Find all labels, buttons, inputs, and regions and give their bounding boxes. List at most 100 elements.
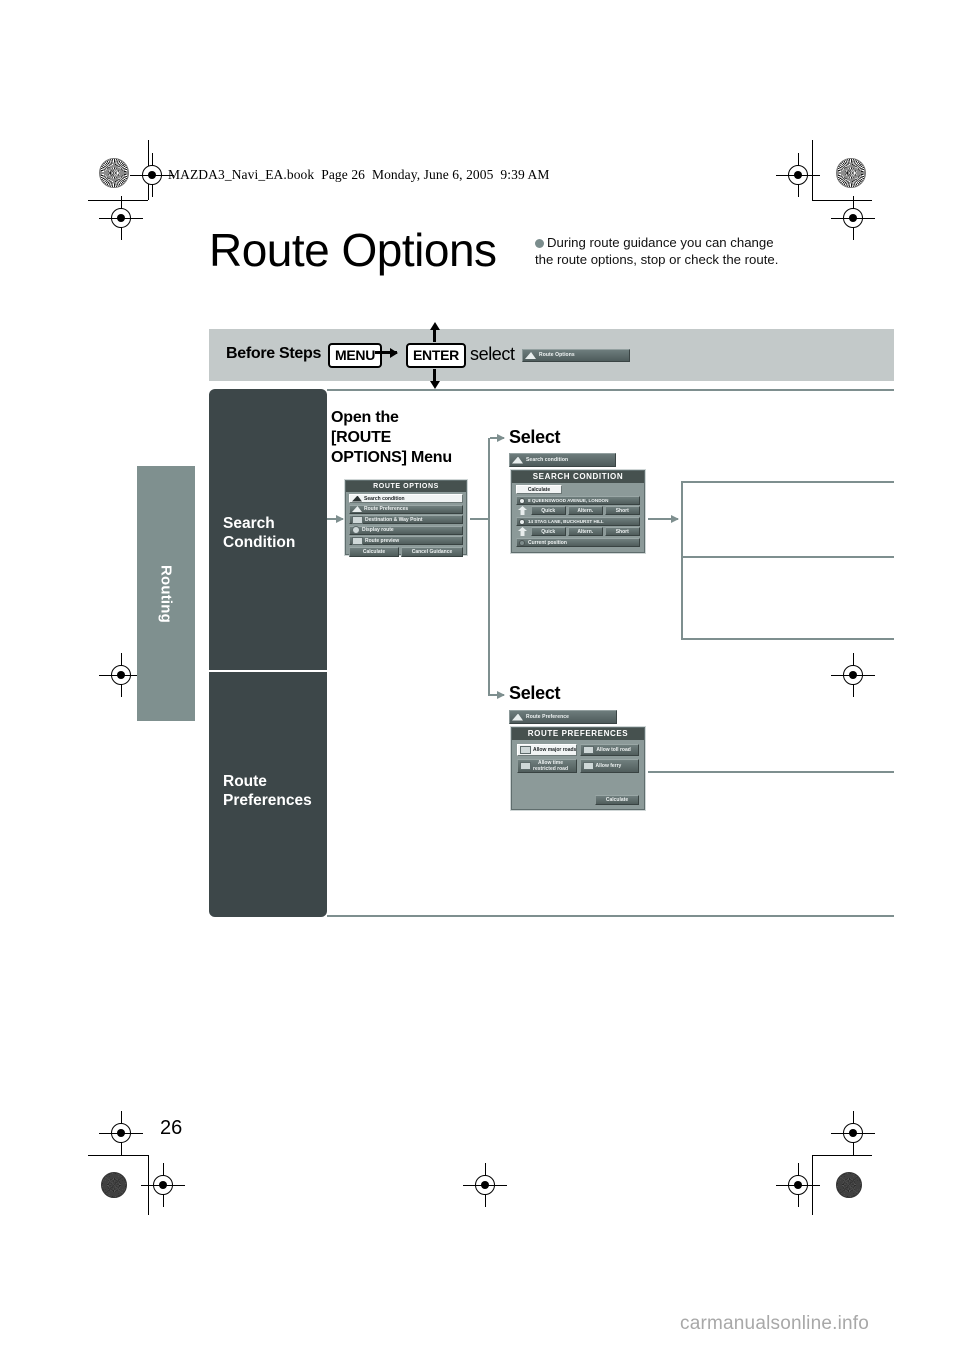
calculate-label: Calculate	[362, 549, 386, 555]
side-tab-routing[interactable]: Routing	[137, 466, 195, 721]
print-density-star	[101, 1172, 127, 1198]
toll-road-icon	[583, 746, 595, 754]
radio-selected-icon	[519, 497, 525, 504]
registration-mark	[99, 1111, 143, 1155]
calculate-button[interactable]: Calculate	[516, 485, 562, 494]
allow-toll-road-button[interactable]: Allow toll road	[580, 744, 639, 756]
crop-line	[812, 1155, 872, 1156]
allow-time-restricted-road-label: Allow time restricted road	[533, 760, 568, 772]
registration-mark	[831, 1111, 875, 1155]
cancel-guidance-button[interactable]: Cancel Guidance	[401, 547, 463, 557]
registration-mark	[130, 153, 174, 197]
section-route-preferences: Route Preferences	[209, 672, 327, 917]
calculate-button[interactable]: Calculate	[595, 795, 639, 805]
search-condition-nav-button[interactable]: Search condition	[509, 453, 616, 467]
connector-arrow	[327, 515, 344, 523]
route-type-quick-button[interactable]: Quick	[530, 527, 566, 536]
registration-mark	[831, 196, 875, 240]
route-icon	[352, 495, 362, 502]
diagram-top-rule	[327, 389, 894, 391]
route-preview-icon	[352, 536, 363, 545]
route-options-item[interactable]: Route Preferences	[349, 504, 463, 514]
route-type-short-button[interactable]: Short	[604, 527, 640, 536]
allow-toll-road-label: Allow toll road	[596, 747, 631, 753]
registration-mark	[776, 153, 820, 197]
radio-selected-icon	[519, 518, 525, 525]
connector-line	[470, 518, 490, 520]
page-number: 26	[160, 1117, 183, 1139]
search-condition-screen: SEARCH CONDITION Calculate 8 QUEENSWOOD …	[511, 470, 645, 553]
bullet-icon	[535, 239, 544, 248]
route-options-item[interactable]: Destination & Way Point	[349, 515, 463, 524]
search-condition-screen-title: SEARCH CONDITION	[512, 471, 644, 483]
radio-unselected-icon	[519, 539, 525, 546]
registration-mark	[99, 196, 143, 240]
label-line-2: restricted road	[533, 766, 569, 772]
route-options-screen-title: ROUTE OPTIONS	[346, 481, 466, 492]
allow-ferry-button[interactable]: Allow ferry	[579, 759, 639, 773]
major-roads-icon	[520, 746, 531, 754]
magnifier-icon	[352, 526, 360, 534]
time-restricted-road-icon	[520, 762, 531, 770]
route-options-item-label: Display route	[362, 527, 394, 533]
route-options-item-label: Search condition	[364, 495, 405, 502]
waypoint-row[interactable]: 14 STAG LANE, BUCKHURST HILL	[516, 517, 640, 526]
print-density-star	[99, 158, 129, 188]
route-icon	[525, 352, 536, 359]
allow-ferry-label: Allow ferry	[595, 763, 622, 769]
right-box-outline	[681, 556, 894, 558]
cancel-guidance-label: Cancel Guidance	[411, 549, 453, 555]
enter-key-button[interactable]: ENTER	[406, 343, 466, 368]
registration-mark	[776, 1163, 820, 1207]
route-icon	[512, 456, 523, 464]
allow-major-roads-button[interactable]: Allow major roads	[517, 744, 578, 756]
route-preferences-screen: ROUTE PREFERENCES Allow major roads Allo…	[511, 727, 645, 810]
route-type-altern-button[interactable]: Altern.	[567, 527, 603, 536]
current-position-label: Current position	[528, 539, 567, 546]
section-label-line2: Condition	[223, 534, 296, 551]
route-options-nav-button[interactable]: Route Options	[522, 349, 630, 362]
right-box-outline	[681, 481, 683, 640]
route-type-label: Altern.	[577, 507, 594, 514]
route-preferences-screen-title: ROUTE PREFERENCES	[512, 728, 644, 740]
route-type-quick-button[interactable]: Quick	[530, 506, 566, 515]
destination-row[interactable]: 8 QUEENSWOOD AVENUE, LONDON	[516, 496, 640, 505]
current-position-row[interactable]: Current position	[516, 538, 640, 547]
route-preference-nav-button[interactable]: Route Preference	[509, 710, 617, 724]
route-type-short-button[interactable]: Short	[604, 506, 640, 515]
right-box-outline	[681, 481, 894, 483]
crop-line	[88, 200, 148, 201]
route-options-item-label: Destination & Way Point	[365, 516, 423, 523]
crop-line	[812, 200, 872, 201]
section-search-condition: Search Condition	[209, 389, 327, 670]
ferry-icon	[582, 762, 594, 770]
connector-arrow	[490, 691, 505, 699]
destination-address: 8 QUEENSWOOD AVENUE, LONDON	[528, 497, 609, 503]
print-density-star	[836, 1172, 862, 1198]
connector-arrow	[490, 434, 505, 442]
crop-line	[88, 1155, 148, 1156]
allow-time-restricted-road-button[interactable]: Allow time restricted road	[517, 759, 577, 773]
route-icon	[512, 713, 523, 721]
route-options-item[interactable]: Search condition	[349, 494, 463, 503]
heading-line-2: [ROUTE	[331, 429, 392, 446]
route-options-item[interactable]: Route preview	[349, 536, 463, 545]
route-options-item-label: Route preview	[365, 537, 400, 544]
route-options-nav-label: Route Options	[539, 352, 575, 358]
menu-key-button[interactable]: MENU	[328, 343, 383, 368]
registration-mark	[463, 1163, 507, 1207]
select-word: select	[470, 344, 515, 364]
route-type-label: Short	[615, 528, 629, 535]
before-steps-label: Before Steps	[226, 345, 322, 362]
heading-open-route-options: Open the [ROUTE OPTIONS] Menu	[331, 408, 452, 468]
route-type-label: Quick	[541, 507, 556, 514]
heading-line-3: OPTIONS] Menu	[331, 449, 452, 466]
route-options-item[interactable]: Display route	[349, 525, 463, 535]
route-type-altern-button[interactable]: Altern.	[567, 506, 603, 515]
route-direction-icon	[518, 506, 527, 515]
before-steps-bar: Before Steps MENU ENTER select Route Opt…	[209, 322, 894, 389]
registration-mark	[141, 1163, 185, 1207]
arrow-down-icon	[429, 369, 440, 389]
calculate-button[interactable]: Calculate	[349, 547, 399, 557]
search-condition-nav-label: Search condition	[526, 456, 569, 463]
